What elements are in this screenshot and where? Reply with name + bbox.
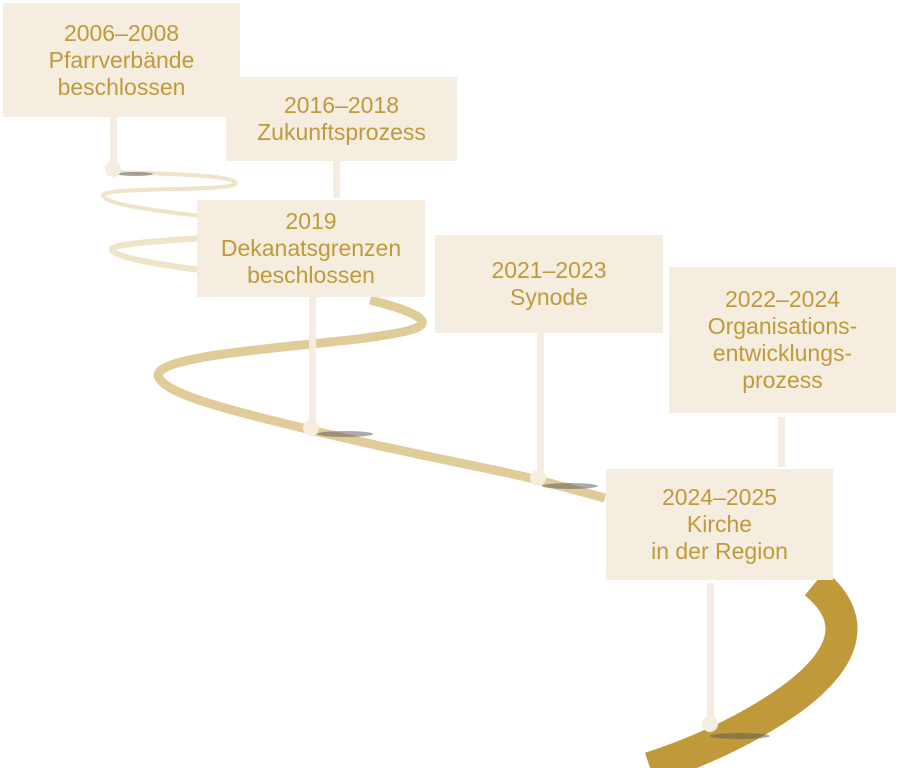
milestone-dot [105,161,121,177]
milestone-box-2022: 2022–2024 Organisations- entwicklungs- p… [669,267,896,413]
milestone-box-2006: 2006–2008 Pfarrverbände beschlossen [3,3,240,117]
post [110,117,117,169]
milestone-label: Dekanatsgrenzen [220,235,402,261]
milestone-box-2021: 2021–2023 Synode [435,235,663,333]
road-segment-upper [108,235,201,273]
milestone-label: Organisations- [707,313,858,339]
milestone-label: Zukunftsprozess [257,119,426,145]
post [333,161,340,198]
milestone-label: beschlossen [57,73,186,100]
post [309,297,316,427]
milestone-dot [702,716,718,732]
milestone-years: 2024–2025 [661,484,778,510]
road-segment-bottom [645,570,858,768]
road-segment-middle [153,295,607,503]
milestone-box-2016: 2016–2018 Zukunftsprozess [226,77,457,161]
milestone-label: beschlossen [247,262,375,288]
milestone-years: 2006–2008 [63,19,180,46]
milestone-dot [303,420,319,436]
milestone-label: prozess [742,367,823,393]
milestone-years: 2016–2018 [283,92,400,118]
shadow [117,172,153,176]
shadow [317,431,373,437]
milestone-box-2024: 2024–2025 Kirche in der Region [606,469,833,580]
milestone-label: entwicklungs- [712,340,853,366]
shadow [542,483,598,489]
shadow [710,733,770,739]
milestone-label: Synode [509,284,588,310]
road-segment-top [100,170,238,218]
milestone-years: 2021–2023 [491,257,607,283]
milestone-dot [530,470,546,486]
milestone-box-2019: 2019 Dekanatsgrenzen beschlossen [197,200,425,297]
post [707,583,714,723]
milestone-label: Pfarrverbände [48,46,195,73]
milestone-label: Kirche [686,511,753,537]
milestone-years: 2019 [285,208,337,234]
milestone-label: in der Region [651,538,788,564]
post [537,333,544,477]
post [778,417,785,467]
milestone-years: 2022–2024 [724,286,841,312]
